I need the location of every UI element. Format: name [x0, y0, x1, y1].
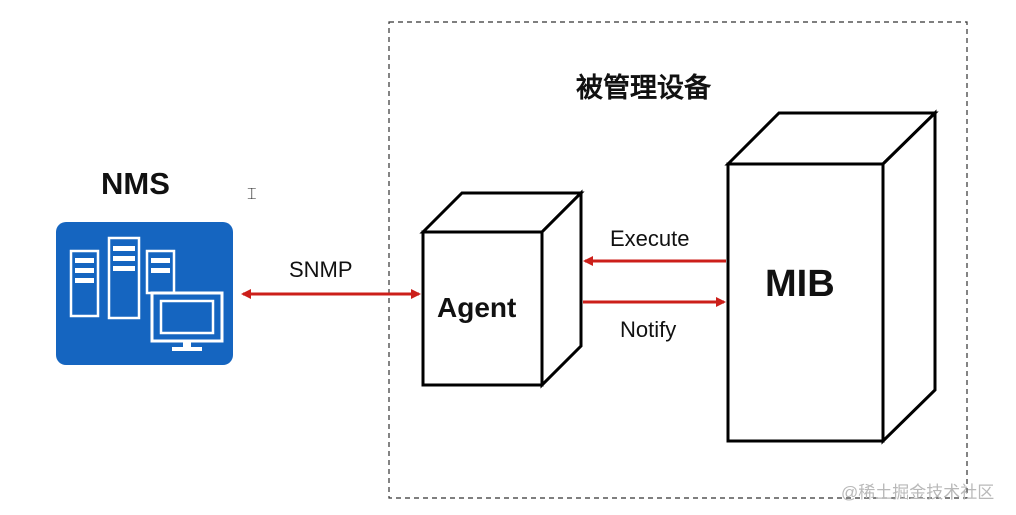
notify-label: Notify — [620, 317, 677, 342]
mib-label: MIB — [765, 263, 835, 305]
snmp-label: SNMP — [289, 257, 353, 282]
nms-title: NMS — [101, 166, 170, 201]
text-cursor-icon: ⌶ — [247, 186, 257, 203]
watermark: @稀土掘金技术社区 — [841, 483, 995, 502]
nms-server-icon — [56, 222, 233, 365]
mib-cube — [724, 109, 939, 445]
managed-device-boundary — [388, 21, 968, 499]
agent-cube — [419, 189, 585, 389]
managed-device-title: 被管理设备 — [576, 73, 711, 103]
execute-label: Execute — [610, 226, 690, 251]
agent-label: Agent — [437, 292, 517, 323]
